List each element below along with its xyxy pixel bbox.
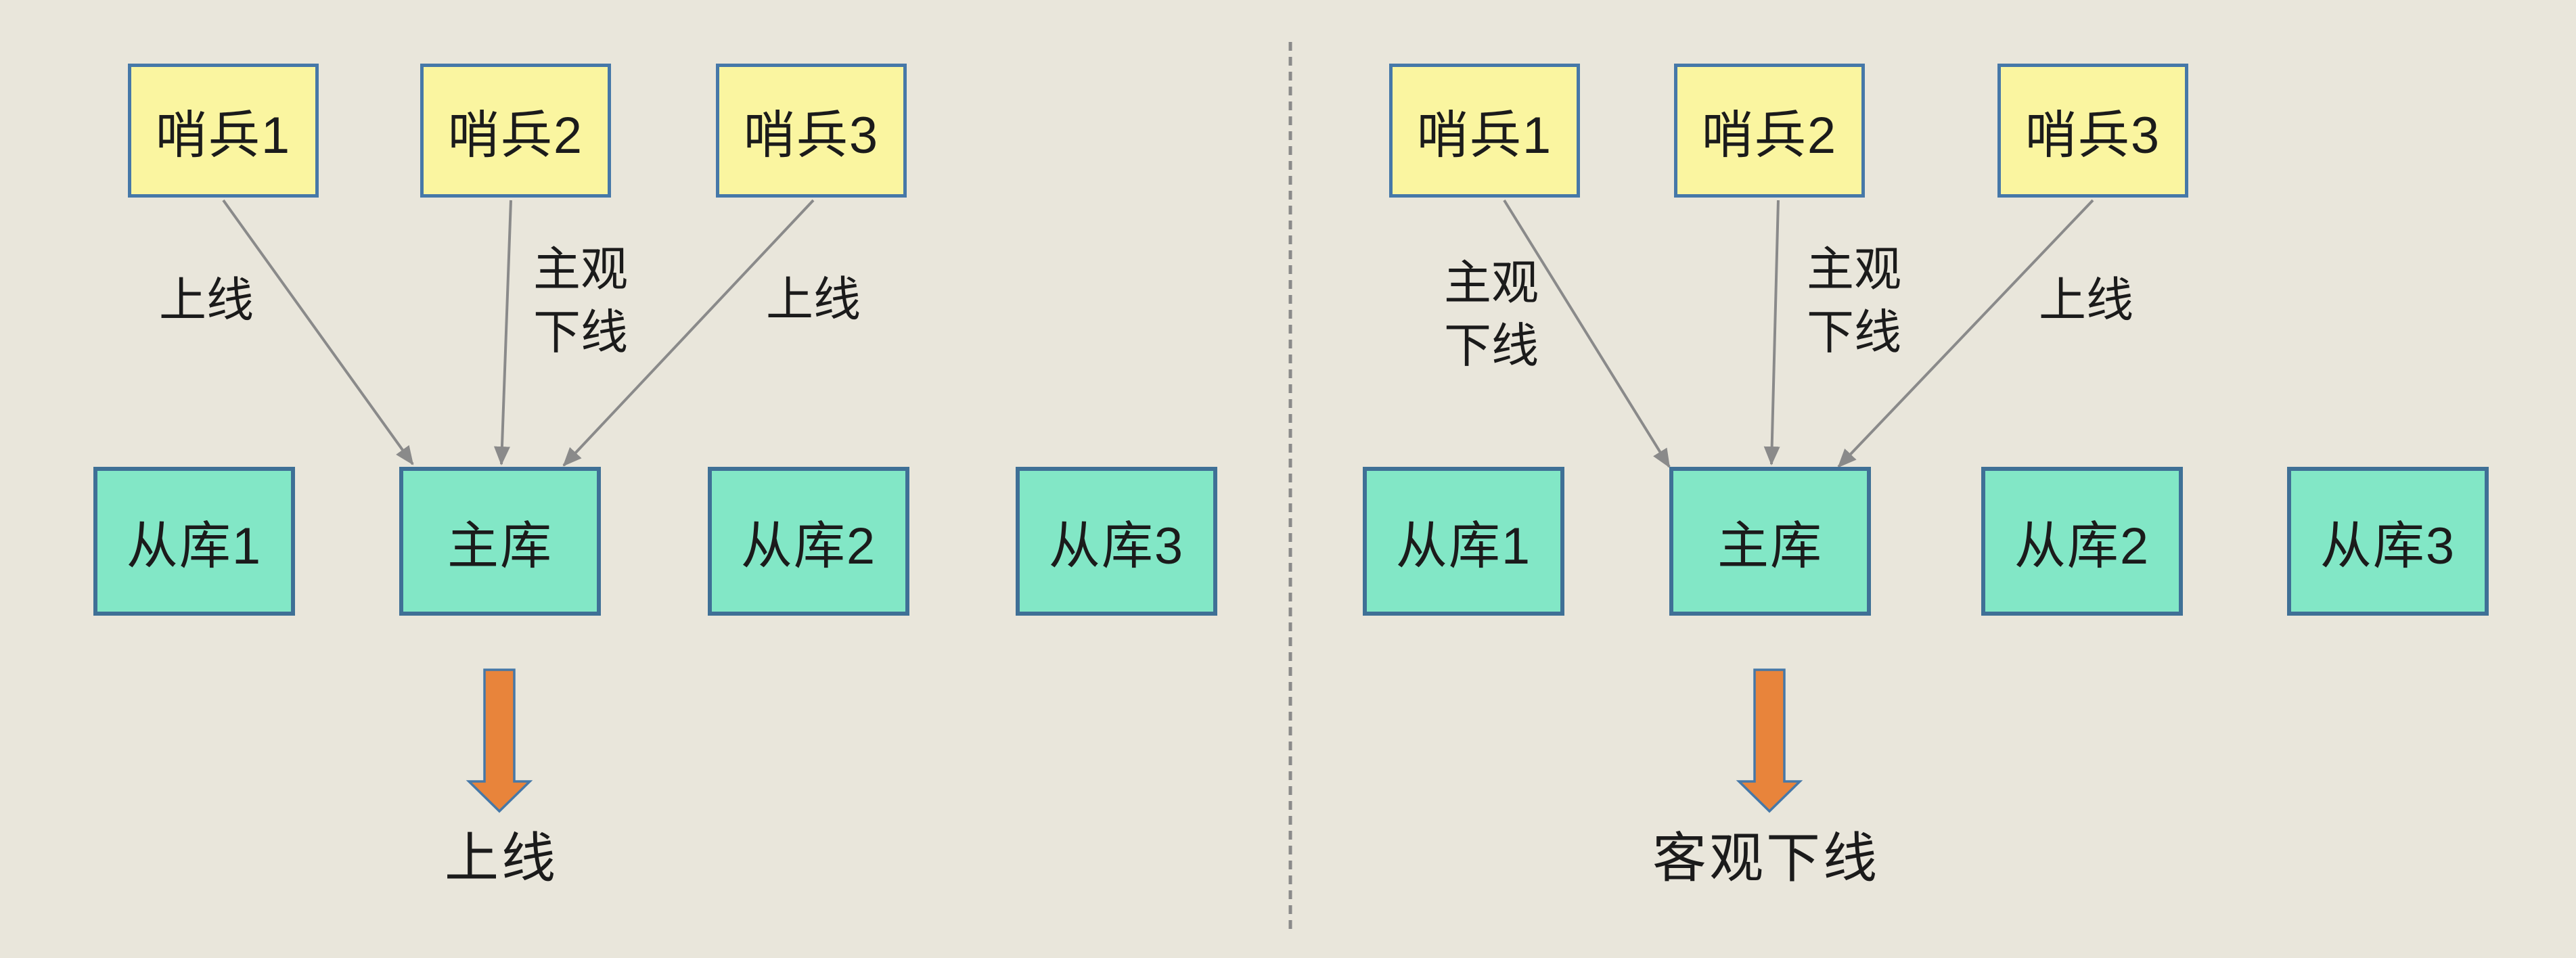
right-sentinel-2-label: 哨兵2 (1701, 107, 1838, 164)
right-link-sentinel3-to-master-arrow (1837, 199, 2094, 468)
right-replica-2-label: 从库2 (2014, 518, 2150, 575)
left-down-block-arrow-icon (466, 668, 533, 813)
left-replica-1-box: 从库1 (93, 467, 295, 616)
left-link-sentinel3-to-master-arrow (562, 199, 815, 467)
right-replica-3-box: 从库3 (2287, 467, 2489, 616)
left-link-sentinel2-to-master-arrow (493, 200, 512, 465)
left-sentinel-2-box: 哨兵2 (420, 64, 611, 198)
left-edge-label-3: 上线 (766, 269, 861, 332)
right-replica-2-box: 从库2 (1981, 467, 2183, 616)
right-edge-label-1: 主观 下线 (1444, 252, 1539, 378)
left-sentinel-3-label: 哨兵3 (743, 107, 880, 164)
right-master-label: 主库 (1717, 518, 1823, 575)
left-replica-3-box: 从库3 (1016, 467, 1217, 616)
left-sentinel-1-box: 哨兵1 (128, 64, 319, 198)
right-edge-label-2-line2: 下线 (1807, 306, 1901, 359)
right-edge-label-2-line1: 主观 (1807, 243, 1901, 296)
right-sentinel-3-label: 哨兵3 (2025, 107, 2161, 164)
left-master-label: 主库 (447, 518, 553, 575)
left-edge-label-2-line1: 主观 (533, 243, 628, 296)
right-sentinel-1-box: 哨兵1 (1389, 64, 1580, 198)
left-replica-2-box: 从库2 (708, 467, 909, 616)
right-sentinel-2-box: 哨兵2 (1674, 64, 1865, 198)
left-sentinel-3-box: 哨兵3 (716, 64, 907, 198)
right-edge-label-3-line: 上线 (2039, 273, 2133, 327)
left-replica-1-label: 从库1 (126, 518, 263, 575)
left-sentinel-1-label: 哨兵1 (155, 107, 292, 164)
right-replica-1-label: 从库1 (1395, 518, 1532, 575)
right-edge-label-3: 上线 (2039, 269, 2133, 332)
right-master-box: 主库 (1669, 467, 1871, 616)
right-link-sentinel2-to-master-arrow (1763, 200, 1780, 465)
left-edge-label-3-line: 上线 (766, 273, 861, 326)
left-replica-3-label: 从库3 (1048, 518, 1185, 575)
left-edge-label-2-line2: 下线 (533, 306, 628, 359)
left-edge-label-1-line: 上线 (159, 273, 254, 327)
right-replica-1-box: 从库1 (1363, 467, 1564, 616)
right-replica-3-label: 从库3 (2320, 518, 2456, 575)
right-link-sentinel1-to-master-arrow (1503, 199, 1671, 468)
left-edge-label-2: 主观 下线 (533, 238, 628, 364)
left-link-sentinel1-to-master-arrow (222, 199, 414, 465)
right-down-block-arrow-icon (1736, 668, 1803, 813)
right-result-caption: 客观下线 (1652, 828, 1880, 888)
right-sentinel-1-label: 哨兵1 (1416, 107, 1553, 164)
left-replica-2-label: 从库2 (740, 518, 877, 575)
left-sentinel-2-label: 哨兵2 (447, 107, 584, 164)
right-edge-label-1-line1: 主观 (1444, 256, 1539, 309)
left-result-caption: 上线 (445, 828, 558, 888)
left-edge-label-1: 上线 (159, 269, 254, 332)
right-sentinel-3-box: 哨兵3 (1997, 64, 2188, 198)
right-edge-label-2: 主观 下线 (1807, 238, 1901, 364)
left-master-box: 主库 (399, 467, 601, 616)
right-edge-label-1-line2: 下线 (1444, 319, 1539, 372)
